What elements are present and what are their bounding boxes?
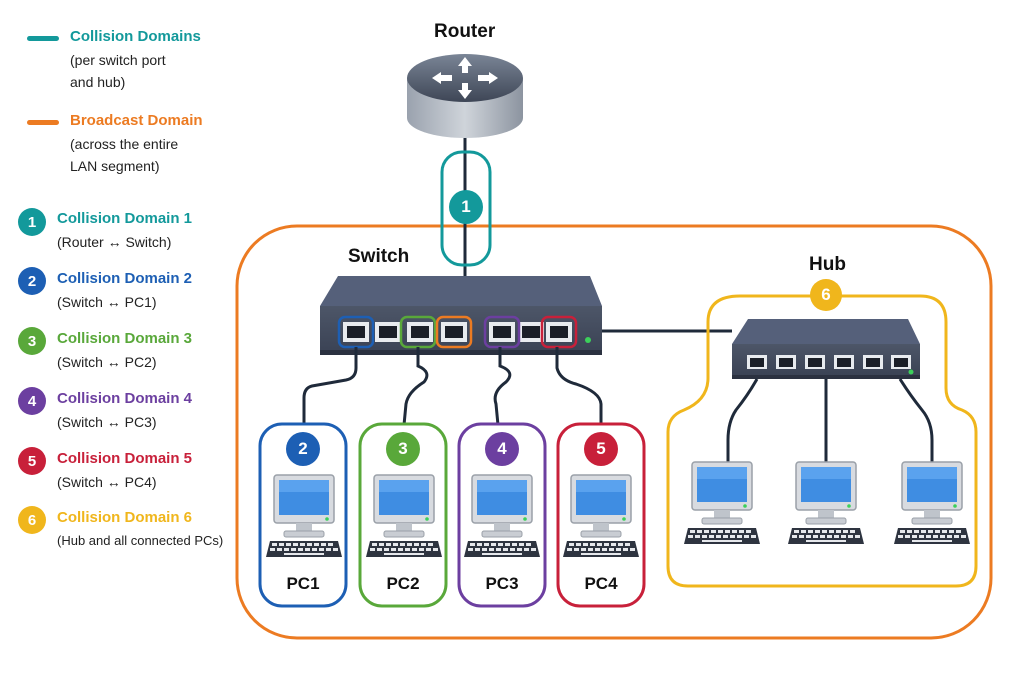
legend-title-3: Collision Domain 3	[57, 330, 193, 347]
legend-sub-3: (Switch ↔ PC2)	[57, 354, 157, 370]
broadcast-legend-sub: (across the entire LAN segment)	[70, 133, 178, 177]
diagram-badge-2: 2	[286, 432, 320, 466]
legend-sub-6: (Hub and all connected PCs)	[57, 533, 224, 548]
diagram-badge-1: 1	[449, 190, 483, 224]
diagram-badge-3: 3	[386, 432, 420, 466]
collision-legend-sub-line1: (per switch port	[70, 52, 166, 68]
legend-sub-1: (Router ↔ Switch)	[57, 234, 172, 250]
legend-badge-2: 2	[18, 267, 46, 295]
collision-domain-5-boundary	[556, 422, 646, 608]
pc2-label: PC2	[386, 574, 420, 593]
hub-icon	[732, 319, 920, 379]
switch-ports	[343, 322, 572, 342]
collision-legend-sub-line2: and hub)	[70, 74, 126, 90]
legend-badge-1: 1	[18, 208, 46, 236]
legend-badge-6: 6	[18, 506, 46, 534]
legend-sub-2: (Switch ↔ PC1)	[57, 294, 157, 310]
hub-label: Hub	[809, 254, 846, 275]
collision-domain-1-boundary	[440, 150, 492, 267]
collision-legend-line	[27, 36, 59, 41]
pc3-label: PC3	[485, 574, 519, 593]
computer-icon-hub-pc2	[788, 461, 864, 544]
switch-label: Switch	[348, 246, 410, 267]
collision-domain-4-boundary	[457, 422, 547, 608]
computer-icon-pc1	[266, 474, 342, 557]
broadcast-legend-sub-line2: LAN segment)	[70, 158, 160, 174]
legend-title-5: Collision Domain 5	[57, 450, 193, 467]
collision-domain-3-boundary	[358, 422, 448, 608]
computer-icon-pc3	[464, 474, 540, 557]
router-icon	[407, 54, 523, 138]
collision-domain-6-boundary	[666, 294, 978, 588]
legend-title-2: Collision Domain 2	[57, 270, 193, 287]
diagram-badge-4: 4	[485, 432, 519, 466]
broadcast-legend-title: Broadcast Domain	[70, 112, 203, 129]
legend-title-4: Collision Domain 4	[57, 390, 193, 407]
legend-title-1: Collision Domain 1	[57, 210, 193, 227]
broadcast-legend-sub-line1: (across the entire	[70, 136, 179, 152]
collision-domain-2-boundary	[258, 422, 348, 608]
switch-icon	[320, 276, 602, 355]
pc4-label: PC4	[584, 574, 618, 593]
broadcast-legend-line	[27, 120, 59, 125]
legend-badge-3: 3	[18, 327, 46, 355]
collision-legend-sub: (per switch port and hub)	[70, 49, 166, 93]
collision-legend-title: Collision Domains	[70, 28, 201, 45]
legend-title-6: Collision Domain 6	[57, 509, 193, 526]
legend-badge-5: 5	[18, 447, 46, 475]
computer-icon-hub-pc3	[894, 461, 970, 544]
legend-badge-4: 4	[18, 387, 46, 415]
legend-sub-4: (Switch ↔ PC3)	[57, 414, 157, 430]
computer-icon-pc4	[563, 474, 639, 557]
legend-sub-5: (Switch ↔ PC4)	[57, 474, 157, 490]
pc1-label: PC1	[286, 574, 320, 593]
computer-icon-hub-pc1	[684, 461, 760, 544]
diagram-badge-6: 6	[810, 279, 842, 311]
router-label: Router	[434, 21, 496, 42]
diagram-badge-5: 5	[584, 432, 618, 466]
broadcast-domain-boundary	[235, 224, 993, 640]
computer-icon-pc2	[366, 474, 442, 557]
